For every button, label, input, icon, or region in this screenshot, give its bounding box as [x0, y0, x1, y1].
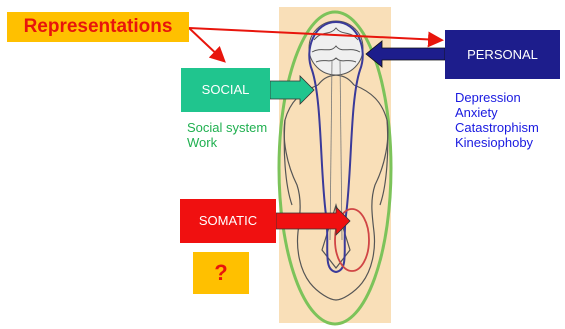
personal-item: Catastrophism — [455, 120, 539, 135]
personal-item: Kinesiophoby — [455, 135, 539, 150]
personal-item: Anxiety — [455, 105, 539, 120]
somatic-box: SOMATIC — [180, 199, 276, 243]
body-back-icon — [284, 75, 388, 300]
personal-arrow — [366, 41, 445, 67]
social-arrow — [270, 76, 314, 104]
brain-icon — [309, 21, 363, 75]
somatic-arrow — [276, 207, 350, 235]
question-box: ? — [193, 252, 249, 294]
social-item: Social system — [187, 120, 267, 135]
representations-arrow-social — [189, 28, 223, 60]
social-item: Work — [187, 135, 267, 150]
social-box: SOCIAL — [181, 68, 270, 112]
personal-item: Depression — [455, 90, 539, 105]
personal-items-list: Depression Anxiety Catastrophism Kinesio… — [455, 90, 539, 150]
personal-box: PERSONAL — [445, 30, 560, 79]
social-items-list: Social system Work — [187, 120, 267, 150]
representations-label: Representations — [7, 12, 189, 42]
